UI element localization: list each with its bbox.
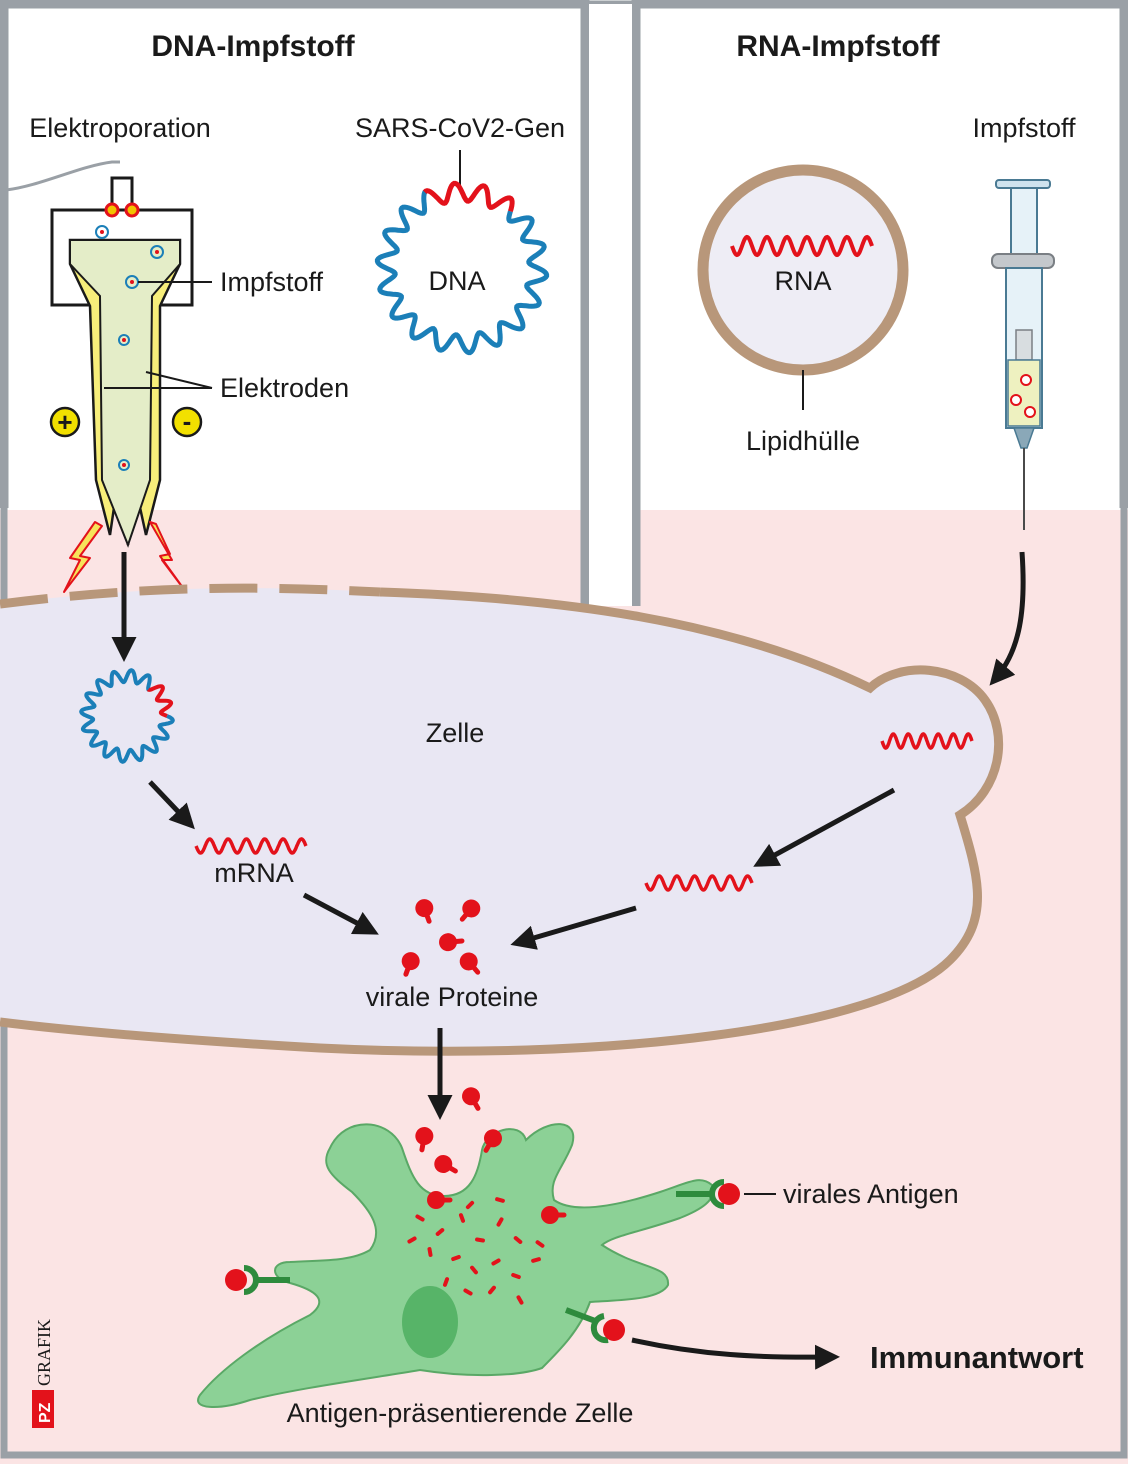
dna-strand [374, 189, 550, 356]
minus-sign: - [183, 406, 192, 436]
impfstoff-syringe-label: Impfstoff [972, 113, 1076, 143]
elektroden-leader-2 [145, 371, 213, 389]
immunantwort-label: Immunantwort [870, 1340, 1084, 1375]
rna-strand-lnp [730, 234, 874, 258]
protein-fragment [511, 1272, 521, 1280]
protein-fragment [458, 1213, 466, 1223]
arrow-mrna-to-proteins [302, 892, 379, 935]
apc-body [197, 1123, 715, 1408]
receptor-left [225, 1265, 290, 1295]
rna-label: RNA [774, 266, 831, 296]
protein-fragment [535, 1240, 545, 1248]
protein-fragment [475, 1237, 485, 1243]
rna-strand-cytoplasm [644, 874, 754, 892]
cell-body [0, 588, 999, 1052]
elektroden-label: Elektroden [220, 373, 349, 403]
cable [5, 160, 120, 192]
protein-fragment [491, 1258, 501, 1266]
virale-proteine-label: virale Proteine [366, 982, 539, 1012]
arrow-to-immunantwort [631, 1337, 840, 1370]
pz-grafik-logo: PZ GRAFIK [32, 1319, 54, 1428]
dna-label: DNA [428, 266, 485, 296]
arrow-rna-to-cytoplasm [753, 787, 896, 867]
arrow-syringe-to-cell [989, 551, 1026, 686]
lightning-bolts [63, 521, 187, 593]
protein-fragment [427, 1247, 433, 1257]
arrow-dna-to-mrna [148, 780, 195, 830]
lipidhuelle-label: Lipidhülle [746, 426, 860, 456]
zelle-label: Zelle [426, 718, 485, 748]
dna-plasmid-in-cell [79, 668, 175, 764]
lightning-left [63, 521, 103, 593]
connector-right [124, 202, 140, 218]
apc-nucleus [402, 1286, 458, 1358]
protein-fragment [488, 1285, 496, 1295]
grafik-logo-text: GRAFIK [34, 1319, 54, 1386]
protein-fragment [463, 1288, 473, 1296]
protein-fragment [516, 1295, 524, 1305]
protein-fragment [442, 1277, 450, 1287]
dna-strand [79, 668, 175, 764]
rna-strand-bud [880, 732, 974, 750]
panel-gap [589, 4, 632, 606]
protein-fragment [513, 1236, 523, 1244]
protein-fragment [465, 1200, 475, 1210]
receptor-right-bottom [564, 1307, 625, 1344]
elektroporation-label: Elektroporation [29, 113, 211, 143]
virales-antigen-label: virales Antigen [783, 1179, 959, 1209]
flow-arrows [111, 551, 1026, 1370]
dna-plasmid [374, 180, 550, 356]
receptor-right-top [676, 1179, 740, 1209]
protein-fragment [496, 1217, 504, 1227]
vaccine-chamber [69, 239, 181, 548]
mrna-label: mRNA [214, 858, 294, 888]
gene-segment [146, 684, 174, 718]
plus-electrode-sign: + [49, 406, 81, 438]
protein-fragment [415, 1214, 425, 1222]
gene-segment [423, 180, 515, 213]
sars-gen-label: SARS-CoV2-Gen [355, 113, 565, 143]
protein-fragments [407, 1197, 545, 1305]
cell-membrane [0, 587, 1004, 1056]
protein-fragment [407, 1236, 417, 1244]
pz-logo-text: PZ [37, 1402, 54, 1423]
plus-sign: + [57, 407, 72, 437]
apc-label: Antigen-präsentierende Zelle [287, 1398, 634, 1428]
syringe [991, 179, 1055, 530]
dna-panel-title: DNA-Impfstoff [151, 30, 355, 63]
protein-fragment [531, 1257, 541, 1263]
impfstoff-device-label: Impfstoff [220, 267, 324, 297]
protein-fragment [495, 1197, 505, 1203]
rna-panel-title: RNA-Impfstoff [736, 30, 940, 63]
pz-logo-box [32, 1390, 54, 1428]
protein-fragment [451, 1254, 461, 1262]
electroporation-device [50, 176, 194, 548]
lightning-right [149, 521, 187, 593]
arrow-rna-to-proteins [510, 905, 637, 950]
antigen-receptors [225, 1179, 740, 1344]
minus-electrode-sign: - [171, 406, 203, 438]
connector-left [104, 202, 120, 218]
protein-fragment [435, 1228, 445, 1236]
mrna-strand [194, 837, 308, 855]
protein-fragment [470, 1265, 478, 1275]
